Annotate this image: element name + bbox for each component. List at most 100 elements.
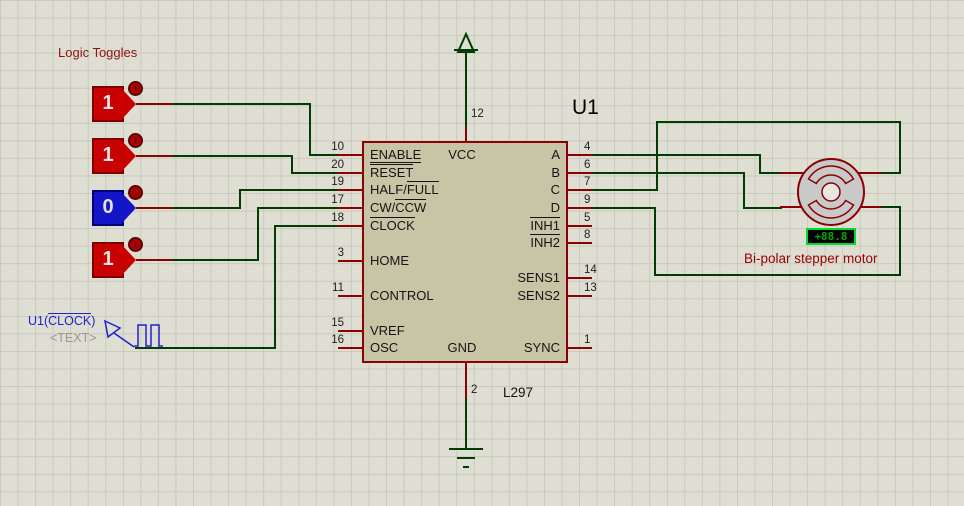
pin-label: CLOCK	[370, 217, 415, 235]
stepper-motor-symbol[interactable]	[780, 158, 881, 226]
pin-name-text: OSC	[370, 340, 399, 355]
pin-name-text: VREF	[370, 323, 405, 338]
toggle-pin-stub	[136, 103, 172, 105]
pin-stub-right-8[interactable]	[568, 242, 592, 244]
pin-number: 14	[584, 264, 597, 276]
wire-clock[interactable]	[135, 225, 340, 349]
pin-label: A	[420, 146, 560, 164]
chip-value-label: L297	[503, 385, 534, 400]
wire-enable[interactable]	[172, 103, 340, 156]
clock-text-placeholder: <TEXT>	[50, 331, 97, 345]
pin-number: 19	[331, 176, 344, 188]
pin-name-text: B	[551, 165, 560, 180]
wire-phase-d[interactable]	[590, 206, 901, 276]
ground-terminal-icon[interactable]	[449, 398, 483, 468]
pin-stub-left-18[interactable]	[338, 225, 362, 227]
pin-number: 9	[584, 194, 591, 206]
wire-phase-b[interactable]	[590, 172, 782, 209]
pin-label: SYNC	[420, 339, 560, 357]
logic-toggle[interactable]: 0	[92, 190, 124, 226]
pin-label: INH2	[420, 234, 560, 252]
pin-label: C	[420, 181, 560, 199]
pin-number: 12	[471, 108, 484, 120]
pin-number: 11	[332, 282, 344, 294]
clock-generator-icon[interactable]	[103, 319, 163, 348]
toggle-actuator-icon[interactable]: ↕	[128, 133, 143, 148]
pin-name-text: SENS2	[517, 288, 560, 303]
toggle-actuator-icon[interactable]: ↕	[128, 81, 143, 96]
pin-stub-left-3[interactable]	[338, 260, 362, 262]
pin-stub-left-15[interactable]	[338, 330, 362, 332]
pin-label: HOME	[370, 252, 409, 270]
pin-label: B	[420, 164, 560, 182]
pin-stub-right-7[interactable]	[568, 189, 592, 191]
clock-waveform-icon	[134, 324, 163, 347]
toggle-tip	[122, 141, 136, 171]
pin-stub-right-1[interactable]	[568, 347, 592, 349]
pin-label: SENS1	[420, 269, 560, 287]
pin-name-text: INH2	[530, 234, 560, 250]
pin-stub-right-9[interactable]	[568, 207, 592, 209]
pin-stub-left-11[interactable]	[338, 295, 362, 297]
pin-number: 5	[584, 212, 591, 224]
pin-number: 7	[584, 176, 591, 188]
pin-name-text: D	[550, 200, 560, 215]
logic-toggle[interactable]: 1	[92, 242, 124, 278]
clock-reference-label: U1(CLOCK)	[28, 313, 95, 328]
motor-speed-display: +88.8	[806, 228, 856, 245]
wire-cwccw[interactable]	[172, 207, 340, 261]
wire-reset[interactable]	[172, 155, 340, 174]
pin-name-text: A	[551, 147, 560, 162]
wire-phase-a[interactable]	[590, 154, 782, 174]
pin-label: VREF	[370, 322, 405, 340]
pin-stub-left-19[interactable]	[338, 189, 362, 191]
toggle-state-value: 1	[102, 144, 114, 166]
logic-toggle[interactable]: 1	[92, 138, 124, 174]
pin-number: 15	[331, 317, 344, 329]
pin-number: 4	[584, 141, 591, 153]
pin-label: HALF/FULL	[370, 181, 439, 199]
pin-number: 6	[584, 159, 591, 171]
pin-stub-left-17[interactable]	[338, 207, 362, 209]
pin-stub-right-6[interactable]	[568, 172, 592, 174]
pin-label: D	[420, 199, 560, 217]
clock-ref-barred: CLOCK	[48, 313, 92, 328]
power-terminal-icon[interactable]	[454, 31, 478, 127]
pin-label: ENABLE	[370, 146, 422, 164]
pin-stub-right-5[interactable]	[568, 225, 592, 227]
pin-name-text: ENABLE	[370, 147, 422, 163]
pin-name-text: CCW	[395, 199, 427, 215]
pin-number: 16	[331, 334, 344, 346]
pin-number: 17	[331, 194, 344, 206]
wire-phase-c[interactable]	[590, 121, 901, 191]
pin-stub-left-20[interactable]	[338, 172, 362, 174]
pin-stub-left-16[interactable]	[338, 347, 362, 349]
pin-stub-right-4[interactable]	[568, 154, 592, 156]
pin-number: 3	[337, 247, 344, 259]
toggle-actuator-icon[interactable]: ↕	[128, 237, 143, 252]
pin-label: INH1	[420, 217, 560, 235]
l297-chip-body[interactable]	[362, 141, 568, 363]
toggle-actuator-icon[interactable]: ↕	[128, 185, 143, 200]
toggle-tip	[122, 89, 136, 119]
pin-label: GND	[447, 340, 477, 355]
pin-name-text: SYNC	[523, 340, 560, 355]
pin-name-text: HOME	[370, 253, 409, 268]
pin-stub-left-10[interactable]	[338, 154, 362, 156]
pin-label: CONTROL	[370, 287, 434, 305]
pin-number: 2	[471, 384, 478, 396]
pin-name-text: CW/	[370, 200, 396, 215]
pin-stub-right-14[interactable]	[568, 277, 592, 279]
pin-name-text: SENS1	[517, 270, 560, 285]
pin-number: 10	[331, 141, 344, 153]
toggle-tip	[122, 245, 136, 275]
pin-name-text: RESET	[370, 164, 414, 180]
motor-label: Bi-polar stepper motor	[744, 251, 878, 266]
logic-toggle[interactable]: 1	[92, 86, 124, 122]
pin-name-text: INH1	[530, 217, 560, 233]
wire-halffull[interactable]	[172, 189, 340, 209]
clock-ref-pre: U1(	[28, 314, 49, 328]
pin-stub-right-13[interactable]	[568, 295, 592, 297]
